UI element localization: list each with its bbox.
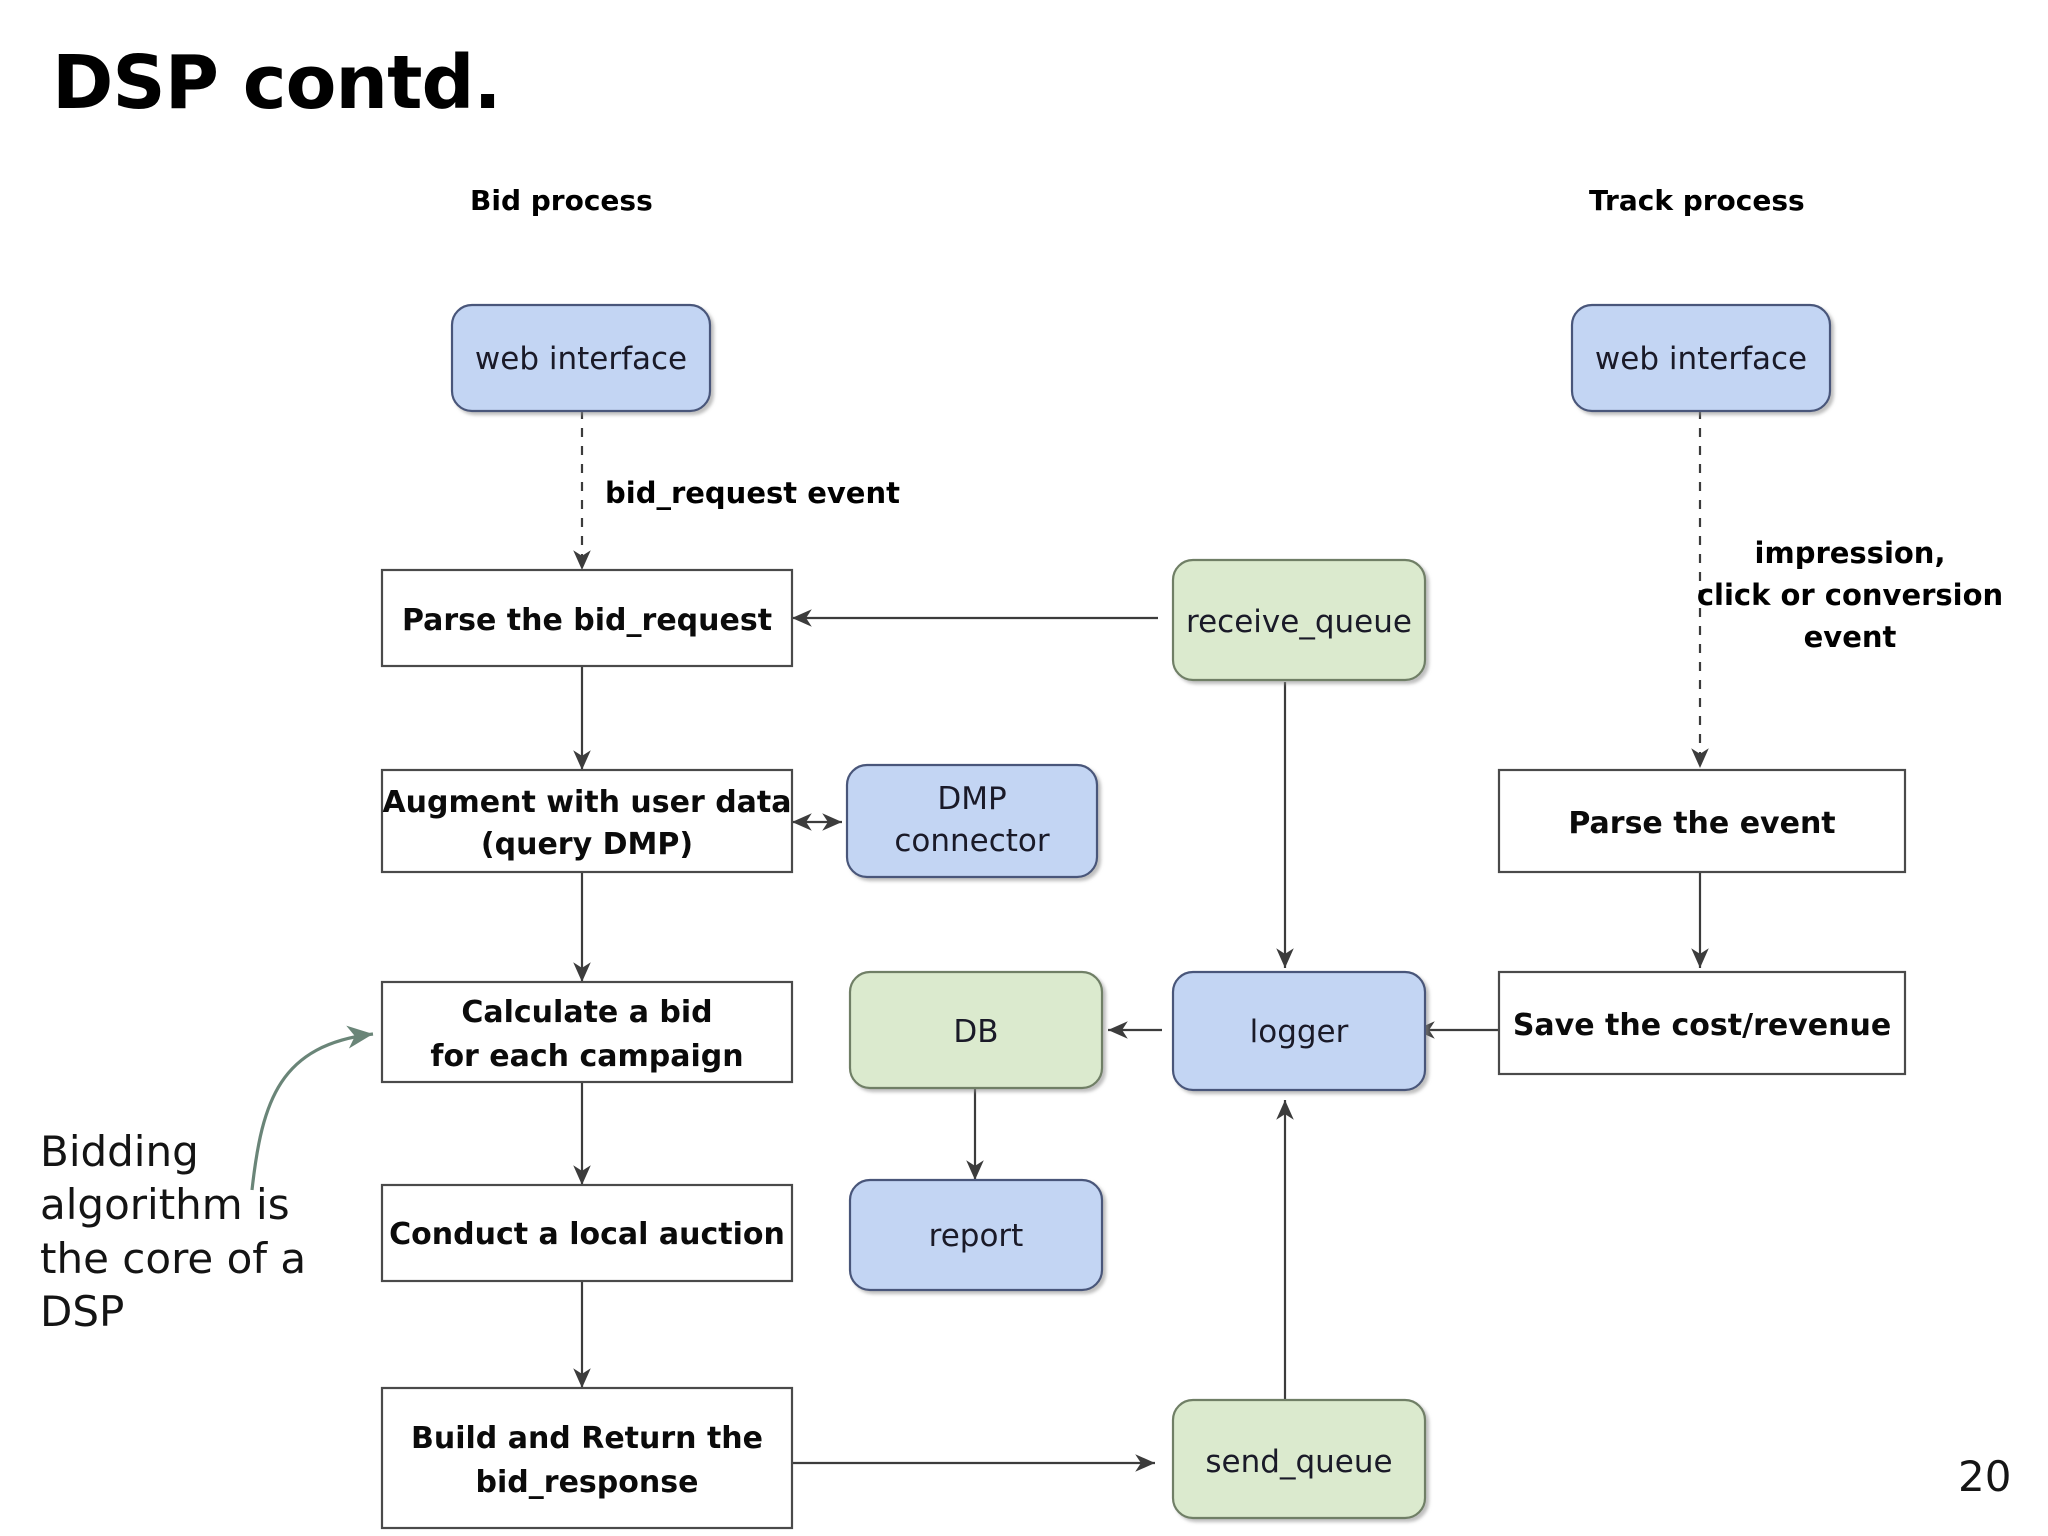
node-save-cost-revenue[interactable]: Save the cost/revenue (1497, 970, 1907, 1076)
node-build-response-line1: Build and Return the (411, 1421, 763, 1456)
node-conduct-auction[interactable]: Conduct a local auction (380, 1183, 794, 1283)
node-send-queue-box[interactable] (1171, 1398, 1427, 1520)
node-receive-queue[interactable]: receive_queue (1171, 558, 1427, 682)
node-db-label: DB (953, 1014, 998, 1050)
node-send-queue-label: send_queue (1205, 1444, 1392, 1480)
node-augment-with-user-data-box[interactable] (380, 768, 794, 874)
node-save-cost-revenue-box[interactable] (1497, 970, 1907, 1076)
edge-label-impression-line2: click or conversion (1697, 578, 2003, 612)
page-number: 20 (1958, 1452, 2012, 1501)
node-bid-web-interface-box[interactable] (450, 303, 712, 413)
node-track-web-interface[interactable]: web interface (1570, 303, 1832, 413)
node-db-box[interactable] (848, 970, 1104, 1090)
node-parse-bid-request-box[interactable] (380, 568, 794, 668)
node-conduct-auction-box[interactable] (380, 1183, 794, 1283)
node-send-queue[interactable]: send_queue (1171, 1398, 1427, 1520)
node-logger-box[interactable] (1171, 970, 1427, 1092)
header-bid-process: Bid process (470, 184, 653, 217)
node-parse-event-label: Parse the event (1568, 806, 1835, 841)
node-logger[interactable]: logger (1171, 970, 1427, 1092)
node-dmp-connector-line1: DMP (937, 781, 1006, 817)
node-augment-line2: (query DMP) (481, 827, 693, 862)
node-parse-event-box[interactable] (1497, 768, 1907, 874)
node-augment-with-user-data[interactable]: Augment with user data (query DMP) (380, 768, 794, 874)
node-report[interactable]: report (848, 1178, 1104, 1292)
node-dmp-connector-line2: connector (894, 823, 1050, 859)
node-parse-bid-request[interactable]: Parse the bid_request (380, 568, 794, 668)
page-title: DSP contd. (52, 40, 502, 126)
node-bid-web-interface-label: web interface (475, 341, 687, 377)
node-augment-line1: Augment with user data (382, 785, 791, 820)
node-track-web-interface-label: web interface (1595, 341, 1807, 377)
node-build-response-box[interactable] (380, 1386, 794, 1530)
node-build-response[interactable]: Build and Return the bid_response (380, 1386, 794, 1530)
node-dmp-connector-box[interactable] (845, 763, 1099, 879)
node-report-label: report (929, 1218, 1024, 1254)
header-track-process: Track process (1589, 184, 1805, 217)
node-receive-queue-label: receive_queue (1186, 604, 1412, 640)
annotation-callout-text: Bidding algorithm is the core of a DSP (40, 1127, 307, 1336)
node-build-response-line2: bid_response (476, 1465, 699, 1500)
edge-label-bid-request-event: bid_request event (605, 476, 900, 510)
node-calculate-bid-box[interactable] (380, 980, 794, 1084)
node-dmp-connector[interactable]: DMP connector (845, 763, 1099, 879)
node-report-box[interactable] (848, 1178, 1104, 1292)
node-track-web-interface-box[interactable] (1570, 303, 1832, 413)
node-logger-label: logger (1250, 1014, 1349, 1050)
node-parse-event[interactable]: Parse the event (1497, 768, 1907, 874)
edge-annotation-to-calculatebid (250, 1025, 374, 1191)
edge-label-impression-line3: event (1804, 620, 1897, 654)
edge-label-impression-line1: impression, (1755, 536, 1946, 570)
node-calculate-bid[interactable]: Calculate a bid for each campaign (380, 980, 794, 1084)
node-conduct-auction-label: Conduct a local auction (389, 1217, 785, 1252)
node-save-cost-revenue-label: Save the cost/revenue (1513, 1008, 1891, 1043)
node-db[interactable]: DB (848, 970, 1104, 1090)
node-receive-queue-box[interactable] (1171, 558, 1427, 682)
node-calculate-bid-line1: Calculate a bid (461, 995, 712, 1030)
node-parse-bid-request-label: Parse the bid_request (402, 603, 772, 638)
node-calculate-bid-line2: for each campaign (430, 1039, 743, 1074)
node-bid-web-interface[interactable]: web interface (450, 303, 712, 413)
